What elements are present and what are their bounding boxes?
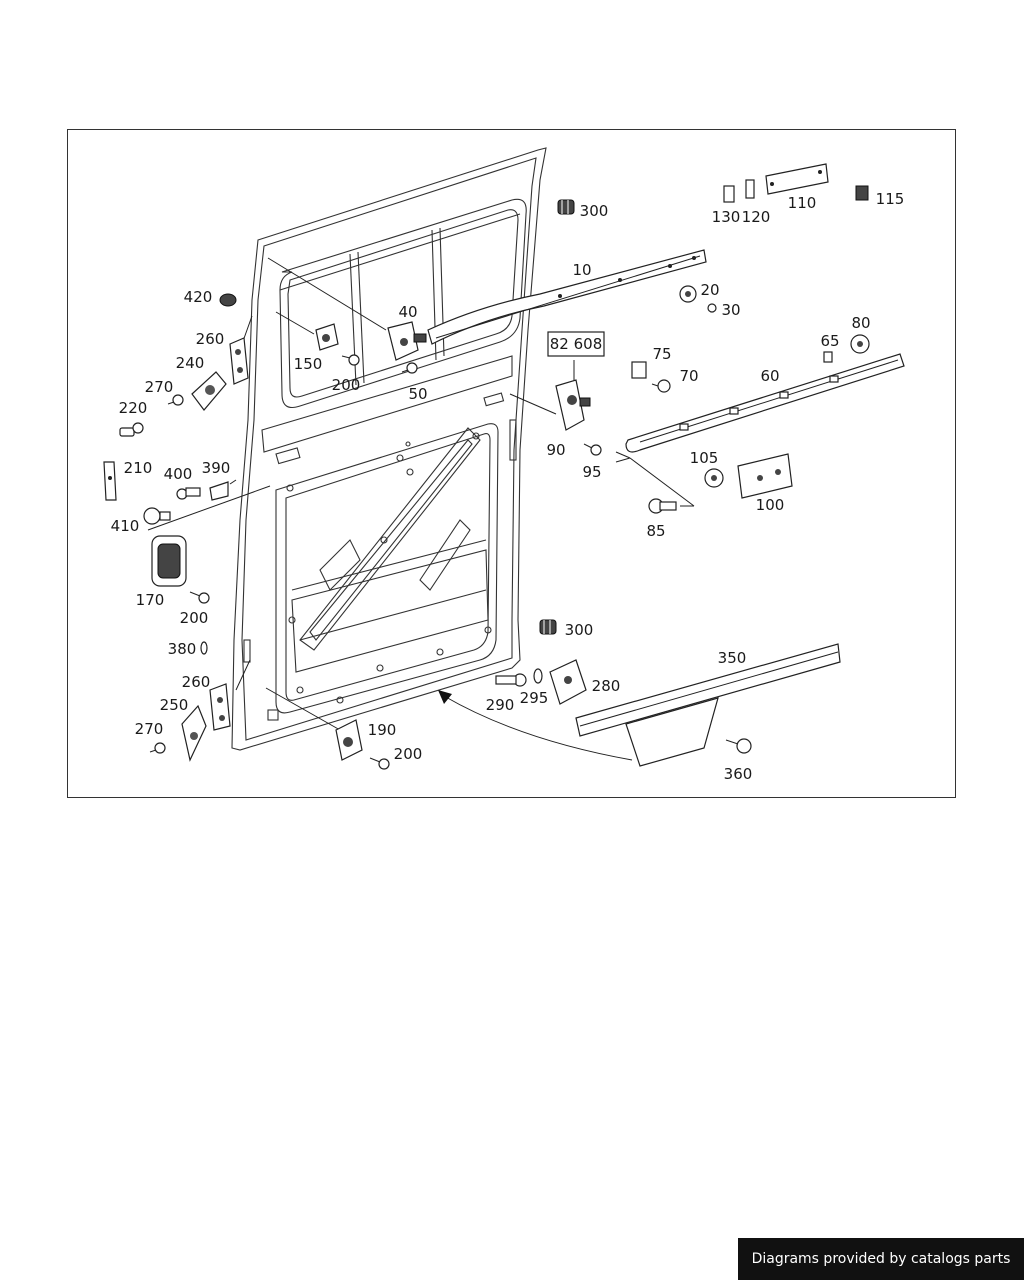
- part-120-clip[interactable]: [745, 179, 755, 199]
- part-390-retainer[interactable]: [209, 481, 229, 501]
- label-p82608: 82 608: [550, 335, 603, 353]
- label-p260b: 260: [182, 673, 211, 691]
- part-95-screw[interactable]: [583, 443, 602, 456]
- label-p60: 60: [760, 367, 779, 385]
- part-130-clip[interactable]: [723, 185, 735, 203]
- part-100-bracket[interactable]: [737, 453, 793, 499]
- sliding-door-shell: [231, 147, 547, 751]
- part-200-screw-mid[interactable]: [189, 591, 210, 604]
- part-170-handle-cover[interactable]: [151, 535, 187, 587]
- label-p170: 170: [136, 591, 165, 609]
- part-85-bolt[interactable]: [648, 498, 677, 514]
- label-p400: 400: [164, 465, 193, 483]
- label-p280: 280: [592, 677, 621, 695]
- label-p70: 70: [679, 367, 698, 385]
- label-p85: 85: [646, 522, 665, 540]
- label-p90: 90: [546, 441, 565, 459]
- part-60-center-rail[interactable]: [625, 353, 905, 453]
- part-300-bumper-lower[interactable]: [539, 619, 557, 635]
- part-350-sill-trim[interactable]: [575, 643, 841, 767]
- label-p360: 360: [724, 765, 753, 783]
- part-115-clip[interactable]: [855, 185, 869, 201]
- part-410-cap[interactable]: [143, 507, 171, 525]
- label-p380: 380: [168, 640, 197, 658]
- label-p350: 350: [718, 649, 747, 667]
- part-400-bolt[interactable]: [176, 487, 201, 500]
- label-p110: 110: [788, 194, 817, 212]
- footer-credit: Diagrams provided by catalogs parts: [738, 1238, 1024, 1280]
- part-40-upper-roller-arm[interactable]: [387, 321, 427, 361]
- part-360-screw[interactable]: [725, 738, 752, 754]
- part-380-seal[interactable]: [200, 641, 208, 655]
- part-250-wedge[interactable]: [181, 704, 207, 762]
- label-p120: 120: [742, 208, 771, 226]
- part-220-bolt[interactable]: [119, 422, 144, 437]
- label-p115: 115: [876, 190, 905, 208]
- label-p40: 40: [398, 303, 417, 321]
- part-65-clip[interactable]: [823, 351, 833, 363]
- part-20-roller[interactable]: [679, 285, 697, 303]
- part-260-upper-hinge[interactable]: [229, 337, 249, 385]
- part-200-screw-lower[interactable]: [369, 757, 390, 770]
- part-70-bolt[interactable]: [651, 379, 671, 393]
- label-p20: 20: [700, 281, 719, 299]
- label-p240: 240: [176, 354, 205, 372]
- part-200-screw-upper[interactable]: [341, 354, 360, 366]
- part-90-roller-assembly[interactable]: [555, 379, 591, 431]
- label-p390: 390: [202, 459, 231, 477]
- part-260-lower-hinge[interactable]: [209, 683, 231, 731]
- label-p210: 210: [124, 459, 153, 477]
- label-p220: 220: [119, 399, 148, 417]
- label-p270b: 270: [135, 720, 164, 738]
- part-210-bracket[interactable]: [103, 461, 117, 501]
- label-p100: 100: [756, 496, 785, 514]
- part-10-upper-rail[interactable]: [427, 249, 707, 345]
- label-p50: 50: [408, 385, 427, 403]
- label-p80: 80: [851, 314, 870, 332]
- label-p190: 190: [368, 721, 397, 739]
- label-p150: 150: [294, 355, 323, 373]
- label-p410: 410: [111, 517, 140, 535]
- label-p270a: 270: [145, 378, 174, 396]
- label-p290: 290: [486, 696, 515, 714]
- part-240-wedge[interactable]: [191, 371, 227, 411]
- part-50-screw[interactable]: [401, 362, 418, 374]
- part-105-washer[interactable]: [704, 468, 724, 488]
- part-295-washer[interactable]: [533, 668, 543, 684]
- label-p30: 30: [721, 301, 740, 319]
- label-p130: 130: [712, 208, 741, 226]
- label-p200b: 200: [180, 609, 209, 627]
- label-p65: 65: [820, 332, 839, 350]
- part-82608-ref-box: [547, 331, 605, 357]
- label-p95: 95: [582, 463, 601, 481]
- label-p10: 10: [572, 261, 591, 279]
- part-270-screw-lower[interactable]: [149, 742, 166, 754]
- part-75-pad[interactable]: [631, 361, 647, 379]
- label-p250: 250: [160, 696, 189, 714]
- label-p200a: 200: [332, 376, 361, 394]
- label-p105: 105: [690, 449, 719, 467]
- part-150-striker[interactable]: [315, 323, 339, 351]
- part-270-screw-upper[interactable]: [167, 394, 184, 406]
- label-p75: 75: [652, 345, 671, 363]
- diagram-frame: [67, 129, 956, 798]
- leader-lines: [147, 257, 695, 761]
- label-p260a: 260: [196, 330, 225, 348]
- part-290-bolt[interactable]: [495, 673, 527, 687]
- part-280-bracket[interactable]: [549, 659, 587, 705]
- label-p295: 295: [520, 689, 549, 707]
- part-420-plug[interactable]: [219, 293, 237, 307]
- part-300-bumper-upper[interactable]: [557, 199, 575, 215]
- label-p300b: 300: [565, 621, 594, 639]
- label-p420: 420: [184, 288, 213, 306]
- label-p300a: 300: [580, 202, 609, 220]
- part-30-washer[interactable]: [707, 303, 717, 313]
- label-p200c: 200: [394, 745, 423, 763]
- part-110-cover-strip[interactable]: [765, 163, 829, 195]
- part-80-washer[interactable]: [850, 334, 870, 354]
- part-190-striker[interactable]: [335, 719, 363, 761]
